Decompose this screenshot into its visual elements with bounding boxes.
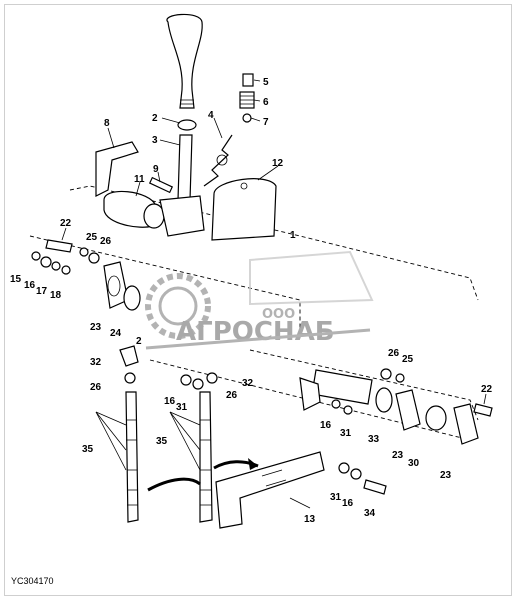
leader-lines xyxy=(61,79,487,509)
knob-ridges xyxy=(180,99,194,105)
callout: 26 xyxy=(90,382,102,393)
callout: 6 xyxy=(263,97,269,108)
callout: 12 xyxy=(272,158,284,169)
part-26-nut-lower-left xyxy=(124,372,136,384)
callout: 7 xyxy=(263,117,269,128)
callout: 26 xyxy=(388,348,400,359)
callout: 16 xyxy=(342,498,354,509)
part-13-bracket xyxy=(215,451,325,529)
part-5-screw xyxy=(242,73,254,87)
part-18-nut xyxy=(61,265,71,275)
part-31-nut-lower-right xyxy=(338,462,350,474)
diagram-frame xyxy=(4,4,512,596)
part-16-washer-mid xyxy=(180,374,192,386)
part-24-bushing xyxy=(123,285,141,311)
callout: 23 xyxy=(440,470,452,481)
callout: 1 xyxy=(290,230,296,241)
part-30-bushing xyxy=(425,405,447,431)
callout: 23 xyxy=(90,322,102,333)
part-34-bolt xyxy=(363,479,387,495)
callout: 5 xyxy=(263,77,269,88)
callout: 25 xyxy=(402,354,414,365)
callout: 18 xyxy=(50,290,62,301)
part-35-cable-end-left xyxy=(125,391,139,523)
callout: 35 xyxy=(156,436,168,447)
right-shaft xyxy=(311,369,373,405)
callout: 16 xyxy=(164,396,176,407)
callout-labels: 2 3 4 5 6 7 8 9 11 12 1 22 25 26 15 16 1… xyxy=(10,77,493,525)
callout: 16 xyxy=(24,280,36,291)
callout: 32 xyxy=(242,378,254,389)
part-31-nut-mid xyxy=(192,378,204,390)
part-16-washer-lower-right xyxy=(350,468,362,480)
right-lever-arm xyxy=(299,377,321,411)
part-35-cable-end-right xyxy=(199,391,213,523)
part-23-flange-mid xyxy=(395,389,421,431)
callout: 26 xyxy=(226,390,238,401)
part-31-nut-right xyxy=(343,405,353,415)
callout: 35 xyxy=(82,444,94,455)
part-26-nut-left xyxy=(88,252,100,264)
callout: 25 xyxy=(86,232,98,243)
callout: 16 xyxy=(320,420,332,431)
callout: 32 xyxy=(90,357,102,368)
callout: 2 xyxy=(152,113,158,124)
part-15-screw xyxy=(31,251,41,261)
callout: 33 xyxy=(368,434,380,445)
callout: 34 xyxy=(364,508,376,519)
callout: 22 xyxy=(60,218,72,229)
part-9-pin xyxy=(148,176,174,194)
callout: 26 xyxy=(100,236,112,247)
callout: 9 xyxy=(153,164,159,175)
part-25-washer-left xyxy=(79,247,89,257)
callout: 22 xyxy=(481,384,493,395)
callout: 13 xyxy=(304,514,316,525)
part-33-washer xyxy=(375,387,393,413)
part-26-nut-right xyxy=(380,368,392,380)
lever-knob xyxy=(166,13,203,109)
part-23-flange-right xyxy=(453,403,479,445)
part-3-lever-rod xyxy=(177,134,193,201)
dashed-outline-right xyxy=(249,349,479,421)
callout: 2 xyxy=(136,336,142,347)
part-12-cover xyxy=(211,178,277,241)
part-7-ball xyxy=(242,113,252,123)
part-2-nut xyxy=(177,119,197,131)
callout: 24 xyxy=(110,328,122,339)
part-25-washer-right xyxy=(395,373,405,383)
figure-id: YC304170 xyxy=(11,576,54,586)
cable-routing xyxy=(147,477,201,492)
callout: 30 xyxy=(408,458,420,469)
callout: 11 xyxy=(134,174,145,185)
part-26-nut-mid xyxy=(206,372,218,384)
callout: 23 xyxy=(392,450,404,461)
shaft-assembly xyxy=(159,195,205,237)
part-32-elbow-left xyxy=(119,345,139,367)
part-4-spring xyxy=(203,134,233,187)
part-16-washer-right xyxy=(331,399,341,409)
callout: 4 xyxy=(208,110,214,121)
callout: 31 xyxy=(340,428,352,439)
callout: 31 xyxy=(176,402,188,413)
part-16-washer-left xyxy=(40,256,52,268)
watermark-line1: ООО xyxy=(262,307,295,322)
watermark: ООО АГРОСНАБ xyxy=(145,250,374,350)
routing-arrow xyxy=(248,458,258,470)
callout: 15 xyxy=(10,274,22,285)
part-22-bolt-right xyxy=(473,403,493,417)
callout: 17 xyxy=(36,286,48,297)
callout: 3 xyxy=(152,135,158,146)
dashed-outline-left xyxy=(29,235,301,330)
part-17-washer xyxy=(51,261,61,271)
callout: 31 xyxy=(330,492,342,503)
callout: 8 xyxy=(104,118,110,129)
part-22-bolt-left xyxy=(45,239,73,253)
part-8-bracket xyxy=(95,141,139,197)
